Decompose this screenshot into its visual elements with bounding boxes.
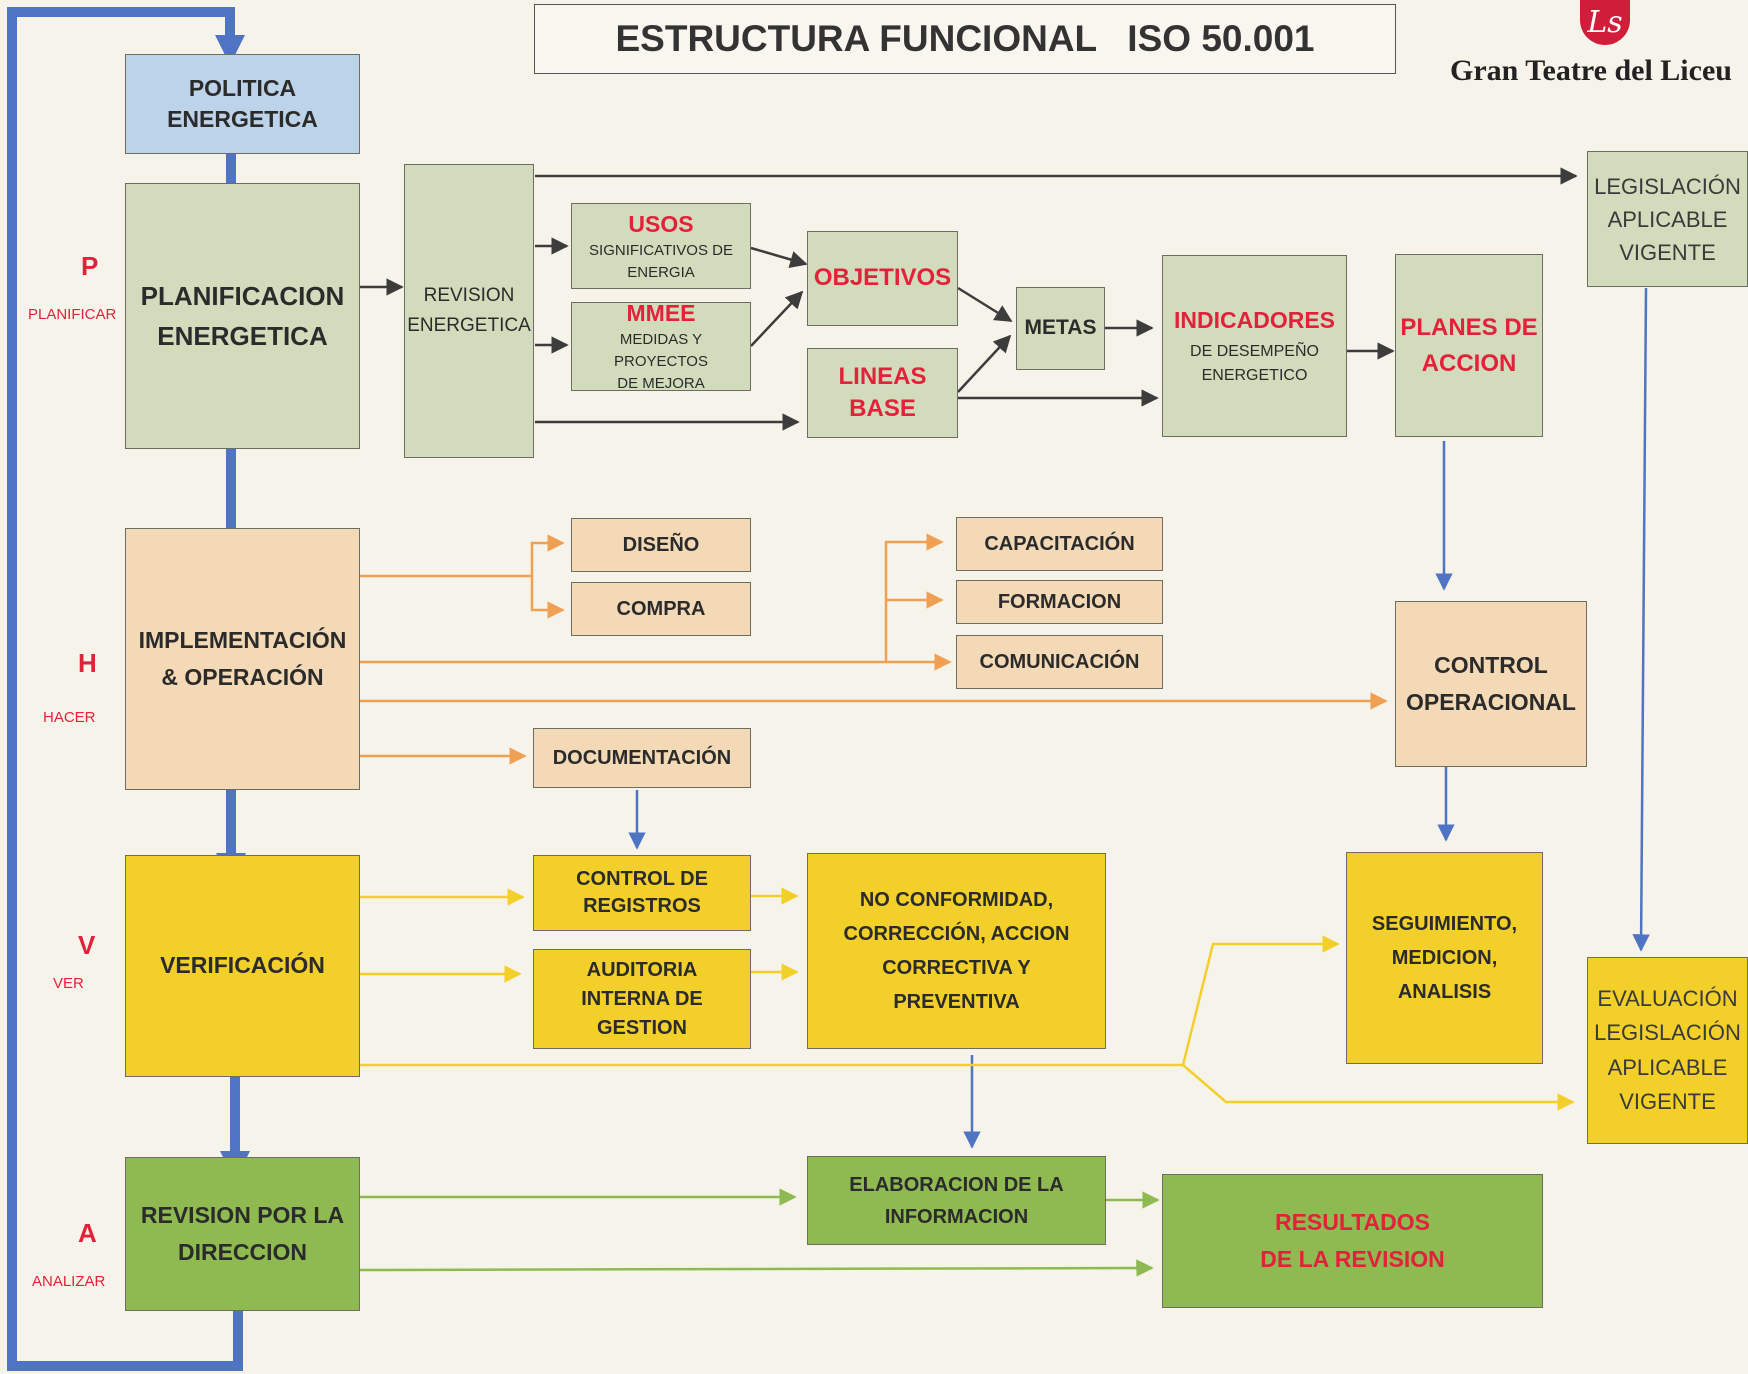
arrow-mmee-objetivos (750, 290, 804, 347)
phase-letter-h: H (78, 648, 97, 678)
arrow-impl-diseno (530, 534, 565, 576)
arrow-impl-capacitacion (884, 533, 944, 662)
node-elaboracion-informacion: ELABORACION DE LA INFORMACION (807, 1156, 1106, 1245)
node-compra: COMPRA (571, 582, 751, 636)
arrow-verif-seguimiento (1181, 935, 1340, 1066)
node-evaluacion-legislacion: EVALUACIÓN LEGISLACIÓN APLICABLE VIGENTE (1587, 957, 1748, 1144)
node-planes-accion: PLANES DE ACCION (1395, 254, 1543, 437)
node-indicadores: INDICADORES DE DESEMPEÑO ENERGETICO (1162, 255, 1347, 437)
node-legislacion: LEGISLACIÓN APLICABLE VIGENTE (1587, 151, 1748, 287)
node-revision-direccion: REVISION POR LA DIRECCION (125, 1157, 360, 1311)
node-no-conformidad: NO CONFORMIDAD, CORRECCIÓN, ACCION CORRE… (807, 853, 1106, 1049)
node-verificacion: VERIFICACIÓN (125, 855, 360, 1077)
arrow-impl-compra (530, 576, 565, 619)
node-mmee: MMEE MEDIDAS Y PROYECTOS DE MEJORA (571, 300, 751, 392)
node-documentacion: DOCUMENTACIÓN (533, 728, 751, 788)
node-revision-energetica: REVISION ENERGETICA (404, 164, 534, 458)
node-politica-energetica: POLITICA ENERGETICA (125, 54, 360, 154)
node-planificacion-energetica: PLANIFICACION ENERGETICA (125, 183, 360, 449)
node-diseno: DISEÑO (571, 518, 751, 572)
phase-word-ver: VER (53, 975, 84, 992)
node-lineas-base: LINEAS BASE (807, 348, 958, 438)
liceu-logo-icon: Ls (1580, 0, 1630, 45)
phase-word-hacer: HACER (43, 709, 96, 726)
phase-word-planificar: PLANIFICAR (28, 306, 117, 323)
arrow-usos-objetivos (750, 246, 808, 269)
phase-letter-v: V (78, 930, 96, 960)
arrow-verif-evaluacion (1182, 1064, 1575, 1111)
node-control-operacional: CONTROL OPERACIONAL (1395, 601, 1587, 767)
arrow-revision-resultados (359, 1259, 1154, 1277)
arrow-objetivos-metas (957, 286, 1013, 323)
node-metas: METAS (1016, 287, 1105, 370)
node-objetivos: OBJETIVOS (807, 231, 958, 326)
phase-word-analizar: ANALIZAR (32, 1273, 106, 1290)
page-title: ESTRUCTURA FUNCIONAL ISO 50.001 (534, 4, 1396, 74)
phase-letter-p: P (81, 251, 99, 281)
arrow-legislacion-evaluacion (1632, 287, 1650, 952)
brand-name: Gran Teatre del Liceu (1450, 54, 1732, 87)
node-formacion: FORMACION (956, 580, 1163, 624)
node-resultados-revision: RESULTADOS DE LA REVISION (1162, 1174, 1543, 1308)
node-control-registros: CONTROL DE REGISTROS (533, 855, 751, 931)
node-seguimiento-medicion: SEGUIMIENTO, MEDICION, ANALISIS (1346, 852, 1543, 1064)
phase-letter-a: A (78, 1218, 97, 1248)
node-comunicacion: COMUNICACIÓN (956, 635, 1163, 689)
node-capacitacion: CAPACITACIÓN (956, 517, 1163, 571)
arrow-lineas-metas (957, 334, 1012, 393)
node-auditoria-interna: AUDITORIA INTERNA DE GESTION (533, 949, 751, 1049)
node-usos: USOS SIGNIFICATIVOS DE ENERGIA (571, 203, 751, 289)
node-implementacion-operacion: IMPLEMENTACIÓN & OPERACIÓN (125, 528, 360, 790)
